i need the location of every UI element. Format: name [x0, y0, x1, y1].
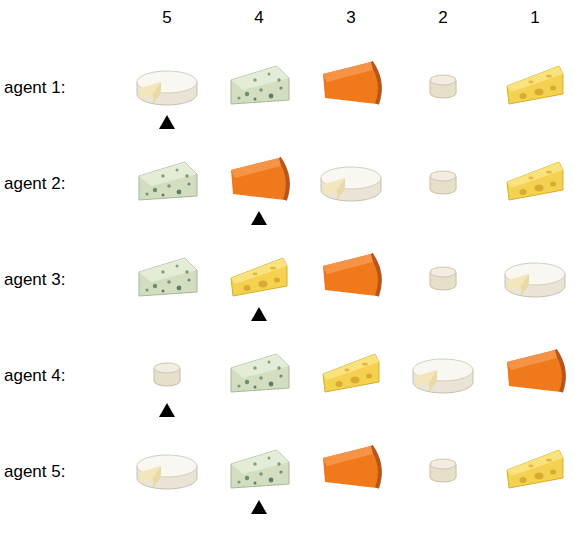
rank-number: 3 — [346, 8, 355, 28]
blue-cheese-icon — [231, 66, 289, 104]
rank-number: 5 — [162, 8, 171, 28]
pointer-triangle — [251, 211, 267, 225]
blue-cheese-icon — [231, 354, 289, 392]
camembert-icon — [137, 455, 197, 489]
agent-label: agent 4: — [4, 366, 65, 386]
rank-number: 4 — [254, 8, 263, 28]
mimolette-icon — [323, 254, 380, 296]
mimolette-icon — [323, 446, 380, 488]
pointer-triangle — [251, 307, 267, 321]
rank-number: 1 — [530, 8, 539, 28]
agent-label: agent 2: — [4, 174, 65, 194]
goat-cheese-icon — [154, 363, 180, 386]
emmental-icon — [507, 162, 563, 200]
mimolette-icon — [507, 350, 564, 392]
pointer-triangle — [251, 500, 267, 514]
camembert-icon — [413, 359, 473, 393]
mimolette-icon — [323, 62, 380, 104]
emmental-icon — [323, 354, 379, 392]
goat-cheese-icon — [430, 267, 456, 290]
agent-label: agent 1: — [4, 78, 65, 98]
emmental-icon — [231, 258, 287, 296]
camembert-icon — [137, 71, 197, 105]
mimolette-icon — [231, 158, 288, 200]
blue-cheese-icon — [139, 258, 197, 296]
rank-number: 2 — [438, 8, 447, 28]
goat-cheese-icon — [430, 75, 456, 98]
goat-cheese-icon — [430, 171, 456, 194]
camembert-icon — [505, 263, 565, 297]
pointer-triangle — [159, 403, 175, 417]
agent-label: agent 5: — [4, 462, 65, 482]
pointer-triangle — [159, 115, 175, 129]
emmental-icon — [507, 450, 563, 488]
agent-label: agent 3: — [4, 270, 65, 290]
blue-cheese-icon — [231, 450, 289, 488]
blue-cheese-icon — [139, 162, 197, 200]
emmental-icon — [507, 66, 563, 104]
camembert-icon — [321, 167, 381, 201]
goat-cheese-icon — [430, 459, 456, 482]
